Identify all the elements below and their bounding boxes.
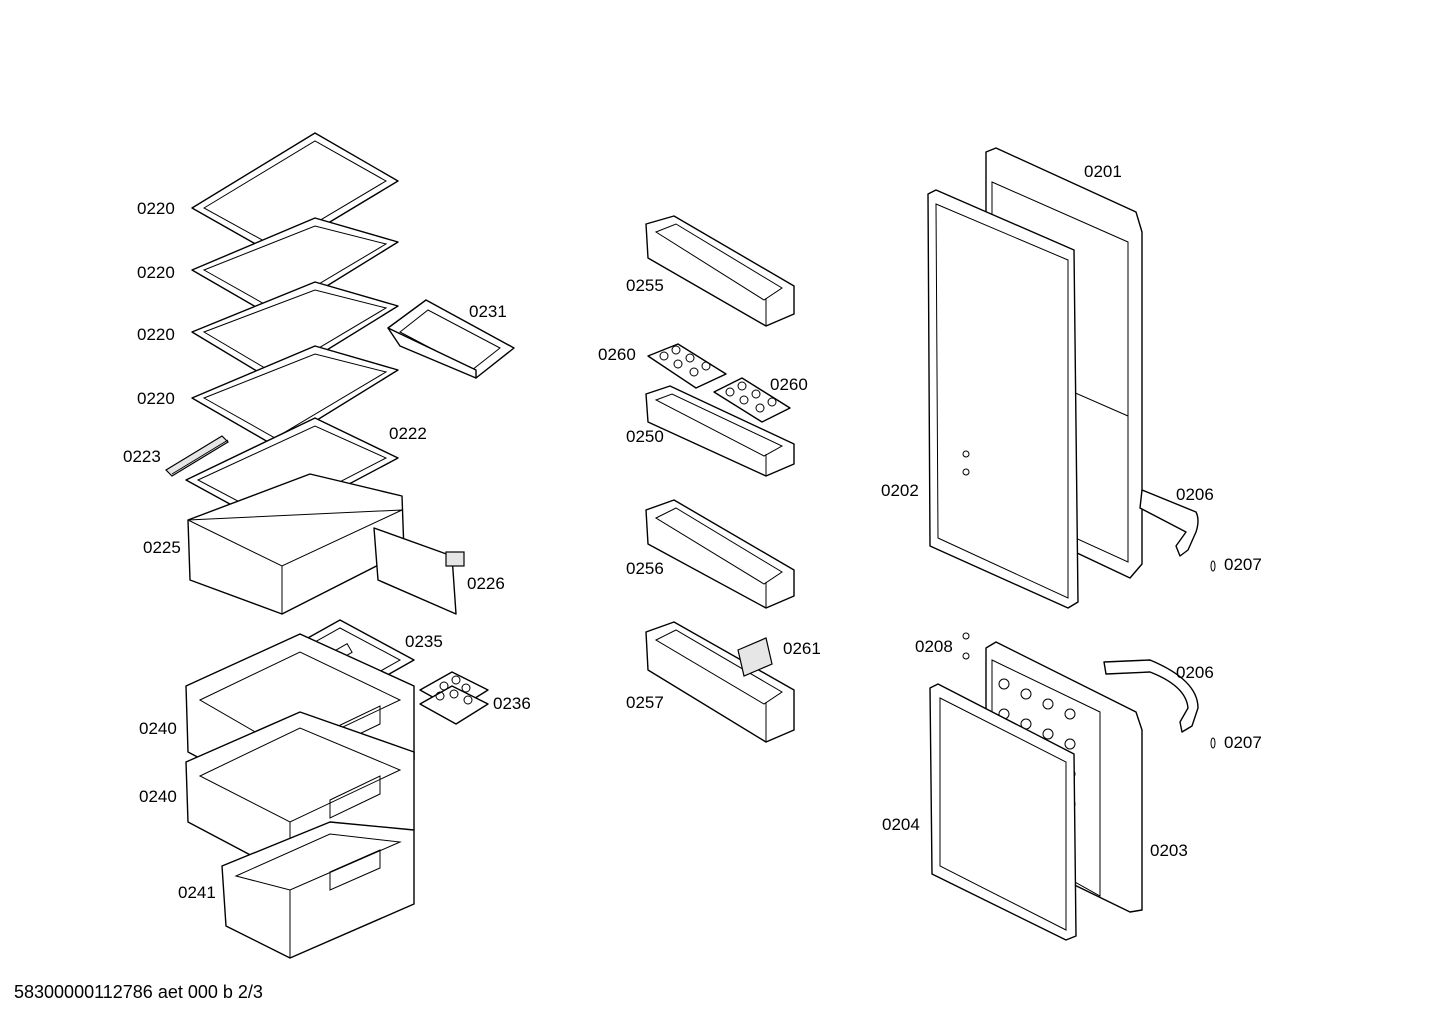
label-0260-1: 0260 <box>598 345 636 364</box>
label-0226: 0226 <box>467 574 505 593</box>
ice-cube-tray <box>419 671 489 725</box>
screw-lower-0207 <box>1210 737 1216 749</box>
label-0207-1: 0207 <box>1224 555 1262 574</box>
label-0225: 0225 <box>143 538 181 557</box>
freezer-drawer-3 <box>221 821 415 959</box>
lower-door-gasket-0204 <box>929 683 1077 941</box>
label-0220-4: 0220 <box>137 389 175 408</box>
label-0241: 0241 <box>178 883 216 902</box>
door-rack-0257 <box>645 621 795 743</box>
door-rack-0255 <box>645 215 795 327</box>
label-0202: 0202 <box>881 481 919 500</box>
hinge-pins-lower-0208 <box>962 632 970 660</box>
label-0220-1: 0220 <box>137 199 175 218</box>
label-0236: 0236 <box>493 694 531 713</box>
door-rack-0250 <box>645 385 795 477</box>
label-0201: 0201 <box>1084 162 1122 181</box>
label-0207-2: 0207 <box>1224 733 1262 752</box>
document-footer-code: 58300000112786 aet 000 b 2/3 <box>14 982 263 1002</box>
label-0235: 0235 <box>405 632 443 651</box>
glass-shelf-3 <box>191 281 399 383</box>
hinge-pins-upper <box>962 450 970 476</box>
label-0261: 0261 <box>783 639 821 658</box>
label-0204: 0204 <box>882 815 920 834</box>
glass-shelf-1 <box>191 132 399 256</box>
egg-tray-right <box>713 377 791 423</box>
glass-shelf-4 <box>191 345 399 447</box>
screw-upper-0207 <box>1210 560 1216 572</box>
label-0222: 0222 <box>389 424 427 443</box>
label-0255: 0255 <box>626 276 664 295</box>
upper-door-gasket-0202 <box>927 189 1079 609</box>
crisper-flap <box>373 527 465 615</box>
divider-0261 <box>737 637 773 677</box>
egg-tray-left <box>647 343 727 389</box>
label-0206-2: 0206 <box>1176 663 1214 682</box>
label-0220-2: 0220 <box>137 263 175 282</box>
door-rack-0256 <box>645 499 795 609</box>
glass-shelf-2 <box>191 217 399 319</box>
label-0260-2: 0260 <box>770 375 808 394</box>
label-0240-1: 0240 <box>139 719 177 738</box>
small-tray <box>387 299 515 379</box>
handle-lower-0206 <box>1103 659 1199 733</box>
label-0208: 0208 <box>915 637 953 656</box>
label-0203: 0203 <box>1150 841 1188 860</box>
label-0223: 0223 <box>123 447 161 466</box>
label-0240-2: 0240 <box>139 787 177 806</box>
label-0257: 0257 <box>626 693 664 712</box>
label-0256: 0256 <box>626 559 664 578</box>
shelf-rail <box>165 435 229 477</box>
handle-upper-0206 <box>1139 489 1199 557</box>
label-0231: 0231 <box>469 302 507 321</box>
label-0220-3: 0220 <box>137 325 175 344</box>
label-0250: 0250 <box>626 427 664 446</box>
label-0206-1: 0206 <box>1176 485 1214 504</box>
